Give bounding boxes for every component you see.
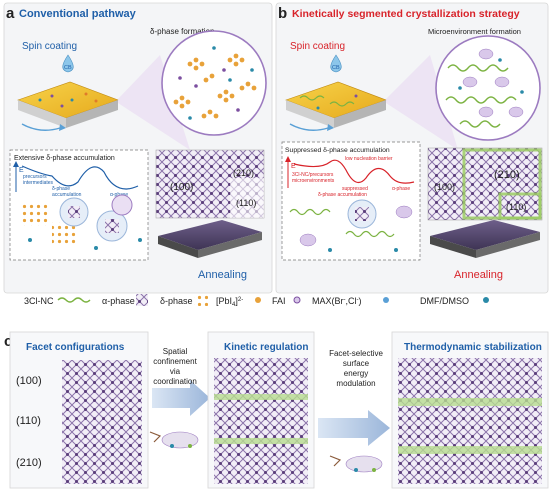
svg-text:CB: CB [332,65,340,71]
legend-delta: δ-phase [160,296,193,306]
fai-icon [293,296,301,304]
max-icon [383,297,389,303]
svg-text:energy: energy [344,369,368,378]
svg-text:α-phase: α-phase [392,186,410,192]
svg-text:precursors: precursors [23,174,47,180]
spin-arrow-icon [289,123,329,131]
svg-text:(210): (210) [233,168,254,178]
svg-text:modulation: modulation [336,379,375,388]
spin-arrow-icon [21,123,61,131]
svg-text:confinement: confinement [153,357,197,366]
svg-text:accumulation: accumulation [52,192,82,198]
panel-b-lattice: (100) (210) (110) [427,147,543,221]
panel-b-title: Kinetically segmented crystallization st… [292,8,520,20]
kinetic-lattice [214,358,308,484]
panel-b-annealing: Annealing [454,269,503,281]
svg-text:E: E [19,167,24,174]
facet-110-label: (110) [16,415,41,427]
thermo-title: Thermodynamic stabilization [404,342,542,353]
svg-text:suppressed: suppressed [342,186,368,192]
pbi-icon [255,297,261,303]
svg-text:δ-phase: δ-phase [52,186,70,192]
panel-a-spin-label: Spin coating [22,41,77,52]
delta-phase-zoom-circle [161,30,267,136]
kinetic-title: Kinetic regulation [224,342,308,353]
svg-text:E: E [291,163,296,170]
substrate-icon [285,81,387,128]
svg-text:low nucleation barrier: low nucleation barrier [345,156,393,162]
svg-text:Extensive δ-phase accumulation: Extensive δ-phase accumulation [14,155,115,162]
legend-3clnc: 3Cl-NC [24,296,54,306]
svg-text:(110): (110) [236,198,256,208]
panel-b-energy-diagram: Suppressed δ-phase accumulation E low nu… [281,141,421,261]
legend: 3Cl-NC α-phase δ-phase [PbI4]2- FAI MAX(… [24,294,489,308]
panel-b-spin-label: Spin coating [290,41,345,52]
facet-config-title: Facet configurations [26,342,125,353]
svg-text:3Cl-NC/precursors: 3Cl-NC/precursors [292,172,334,178]
thermo-lattice [398,358,542,484]
svg-text:δ-phase accumulation: δ-phase accumulation [318,192,367,198]
panel-a-phase-label: δ-phase formation [150,27,214,36]
svg-text:(110): (110) [506,202,526,212]
legend-pbi: [PbI4]2- [216,296,243,308]
3clnc-chain-icon [57,297,91,303]
svg-text:Suppressed δ-phase accumulatio: Suppressed δ-phase accumulation [285,147,390,154]
panel-a: a Conventional pathway Spin coating CB δ… [3,2,273,294]
svg-text:CB: CB [64,65,72,71]
legend-fai: FAI [272,296,286,306]
panel-a-annealing: Annealing [198,269,247,281]
panel-a-title: Conventional pathway [19,8,137,20]
svg-text:via: via [170,367,181,376]
dmf-dmso-icon [483,297,489,303]
delta-phase-icon [194,294,208,306]
panel-a-annealed-film [158,220,262,258]
facet-100-label: (100) [16,375,42,387]
legend-alpha: α-phase [102,296,135,306]
panel-c: c Facet configurations (100) (110) (210)… [4,331,549,489]
svg-text:(100): (100) [434,182,455,192]
panel-a-lattice: (100) (210) (110) [155,149,265,219]
arrow-spatial-confinement: Spatial confinement via coordination [149,347,210,449]
panel-b-letter: b [278,5,287,22]
facet-210-label: (210) [16,457,42,469]
panel-b: b Kinetically segmented crystallization … [275,2,549,294]
arrow-facet-selective: Facet-selective surface energy modulatio… [318,349,390,473]
substrate-icon [17,81,119,128]
legend-max: MAX(Br-,Cl-) [312,296,362,306]
svg-text:Spatial: Spatial [163,347,188,356]
svg-text:(210): (210) [494,169,520,181]
svg-text:Facet-selective: Facet-selective [329,349,383,358]
panel-a-energy-diagram: Extensive δ-phase accumulation E precurs… [9,149,149,261]
svg-text:microenvironments: microenvironments [292,178,335,184]
svg-text:(100): (100) [170,182,193,193]
panel-b-annealed-film [430,220,540,258]
svg-text:surface: surface [343,359,370,368]
panel-a-letter: a [6,5,15,22]
legend-dmf: DMF/DMSO [420,296,469,306]
alpha-phase-icon [136,294,148,306]
svg-text:coordination: coordination [153,377,197,386]
facet-lattice [62,360,142,484]
panel-b-microenv-label: Microenvironment formation [428,27,521,36]
microenvironment-zoom-circle [435,35,541,141]
panel-c-letter: c [4,333,12,350]
droplet-icon: CB [62,54,74,73]
droplet-icon: CB [330,54,342,73]
svg-text:intermediates: intermediates [23,180,54,186]
